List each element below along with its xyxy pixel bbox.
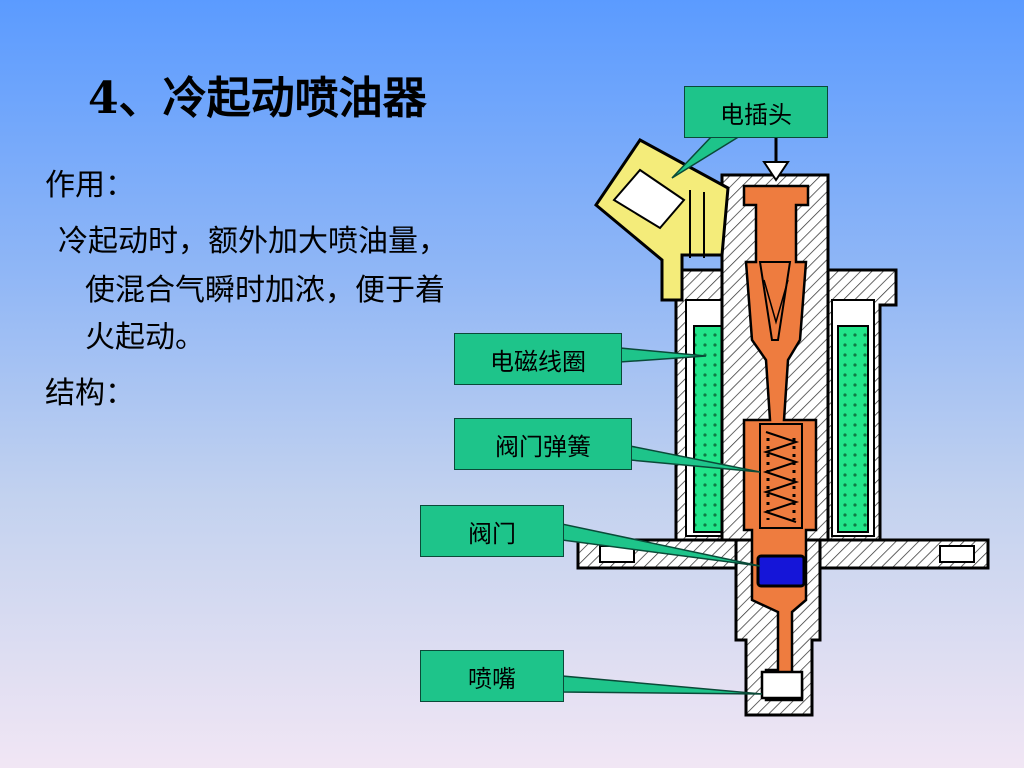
function-heading: 作用：	[45, 168, 135, 203]
label-nozzle: 喷嘴	[420, 650, 564, 702]
callout-nozzle	[561, 675, 763, 695]
valve-spring	[759, 423, 803, 529]
callout-connector	[671, 135, 743, 179]
valve	[756, 554, 806, 588]
slide-title: 4、冷起动喷油器	[88, 73, 427, 124]
fuel-inlet-arrow-icon	[762, 136, 790, 182]
solenoid-coil-right	[837, 325, 869, 533]
solenoid-coil-left	[693, 325, 725, 533]
label-coil: 电磁线圈	[454, 333, 622, 385]
nozzle-tip	[760, 670, 804, 700]
function-line-3: 火起动。	[85, 320, 205, 355]
label-spring: 阀门弹簧	[454, 418, 632, 470]
structure-heading: 结构：	[45, 376, 135, 411]
function-line-1: 冷起动时，额外加大喷油量，	[58, 224, 448, 259]
function-line-2: 使混合气瞬时加浓，便于着	[85, 273, 445, 308]
electrical-connector	[593, 138, 730, 302]
label-valve: 阀门	[420, 505, 564, 557]
label-connector: 电插头	[684, 86, 828, 138]
